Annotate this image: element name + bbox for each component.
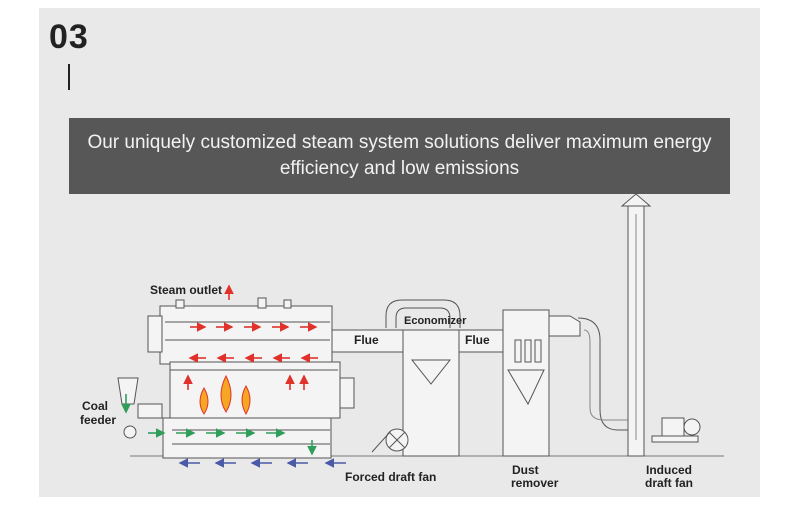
forced-draft-fan [371,428,409,453]
label-economizer: Economizer [404,315,467,327]
label-steam-outlet: Steam outlet [150,283,222,297]
step-divider [68,64,70,90]
coal-feeder [117,377,163,439]
caption-text: Our uniquely customized steam system sol… [87,132,712,179]
label-induced: Induced [646,463,692,477]
label-dust: Dust [512,463,539,477]
chimney [620,193,652,457]
flame-icon [220,374,232,413]
boiler [147,297,355,459]
flame-icon [199,386,209,415]
induced-draft-fan [651,417,701,443]
dust-remover [502,309,581,457]
step-number: 03 [49,18,89,56]
label-draft-fan: draft fan [645,476,693,490]
label-flue-right: Flue [465,333,490,347]
label-coal: Coal [82,399,108,413]
label-feeder: feeder [80,413,116,427]
label-flue-left: Flue [354,333,379,347]
induced-duct [577,317,640,431]
label-remover: remover [511,476,559,490]
caption-banner: Our uniquely customized steam system sol… [69,118,730,194]
label-forced-draft-fan: Forced draft fan [345,470,436,484]
flame-icon [241,384,251,416]
economizer [385,299,461,457]
